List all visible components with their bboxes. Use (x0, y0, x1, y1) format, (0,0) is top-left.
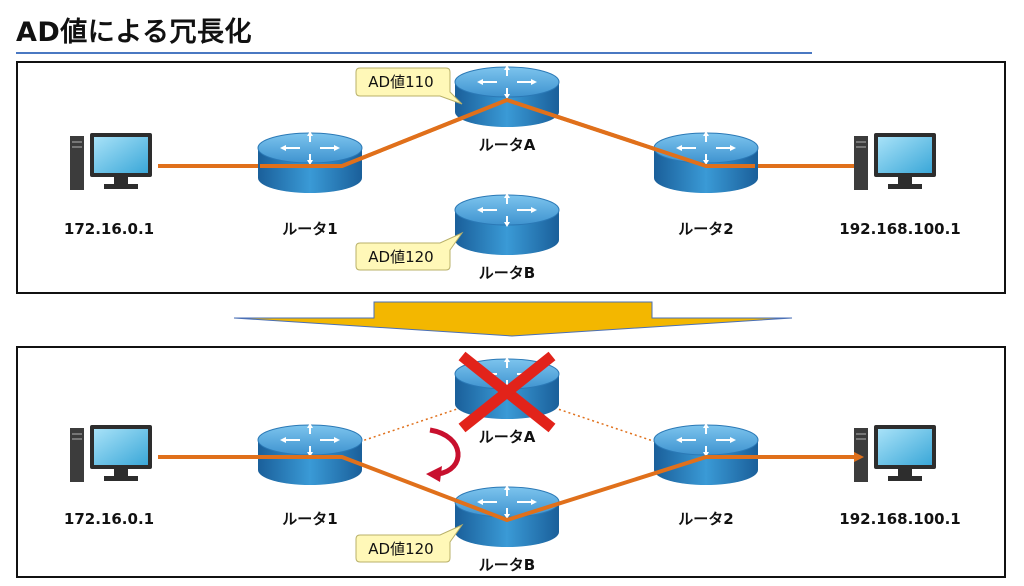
top-router-a-label: ルータA (479, 136, 536, 154)
pc-left-icon-2 (70, 425, 152, 482)
router-b-icon (454, 192, 560, 256)
bottom-path (158, 452, 864, 522)
top-router-b-label: ルータB (479, 264, 535, 282)
bottom-pc-right-ip: 192.168.100.1 (839, 510, 960, 528)
pc-right-icon (854, 133, 936, 190)
router-1-icon-2 (257, 422, 363, 486)
page-title: AD値による冗長化 (16, 17, 252, 48)
bottom-pc-left-ip: 172.16.0.1 (64, 510, 154, 528)
reroute-curved-arrow-icon (426, 427, 461, 482)
failure-cross-icon (458, 351, 556, 433)
title-underline (16, 52, 812, 54)
top-router-1-label: ルータ1 (282, 220, 337, 238)
router-a-icon (454, 64, 560, 128)
top-callout-b-text: AD値120 (368, 248, 433, 266)
bottom-callout-b-text: AD値120 (368, 540, 433, 558)
transition-arrow (233, 301, 793, 337)
top-callout-a: AD値110 (355, 67, 463, 105)
bottom-router-2-label: ルータ2 (678, 510, 733, 528)
bottom-router-1-label: ルータ1 (282, 510, 337, 528)
bottom-router-a-label: ルータA (479, 428, 536, 446)
pc-right-icon-2 (854, 425, 936, 482)
top-pc-right-ip: 192.168.100.1 (839, 220, 960, 238)
bottom-router-b-label: ルータB (479, 556, 535, 574)
top-callout-a-text: AD値110 (368, 73, 433, 91)
top-path-overlay (260, 98, 755, 168)
bottom-dotted-links (349, 402, 666, 446)
router-1-icon (257, 130, 363, 194)
top-callout-b: AD値120 (355, 231, 464, 271)
top-pc-left-ip: 172.16.0.1 (64, 220, 154, 238)
router-2-icon (653, 130, 759, 194)
router-2-icon-2 (653, 422, 759, 486)
top-router-2-label: ルータ2 (678, 220, 733, 238)
router-b-icon-2 (454, 484, 560, 548)
pc-left-icon (70, 133, 152, 190)
bottom-callout-b: AD値120 (355, 523, 464, 563)
